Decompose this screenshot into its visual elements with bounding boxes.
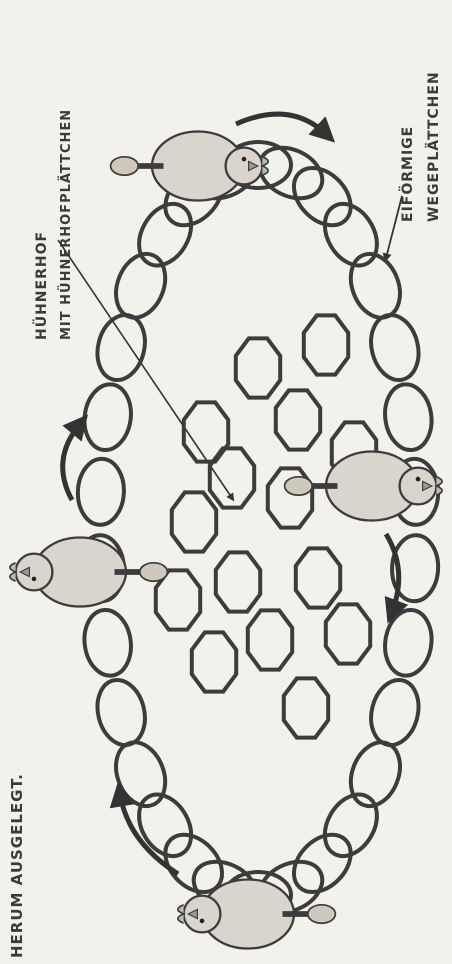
path-egg-tile	[91, 310, 152, 385]
path-egg-tile	[80, 381, 135, 453]
path-egg-tile	[342, 735, 409, 813]
chicken-figure-right	[285, 452, 443, 521]
henhouse-octagon-tile	[296, 548, 340, 607]
path-tiles-label-line1: EIFÖRMIGE	[398, 126, 416, 222]
intro-text: HERUM AUSGELEGT.	[8, 773, 26, 958]
henhouse-octagon-tile	[276, 390, 320, 449]
move-arrow-top	[236, 114, 326, 134]
path-egg-tile	[283, 157, 362, 236]
henhouse-octagon-tile	[192, 632, 236, 691]
henhouse-label-line2: MIT HÜHNERHOFPLÄTTCHEN	[58, 109, 74, 340]
path-egg-tile	[342, 247, 409, 325]
henhouse-tiles	[156, 315, 376, 737]
henhouse-octagon-tile	[216, 552, 260, 611]
path-egg-tile	[76, 458, 125, 526]
path-egg-tile	[91, 675, 152, 750]
henhouse-octagon-tile	[284, 678, 328, 737]
path-egg-tile	[381, 381, 436, 453]
path-tiles	[76, 138, 439, 922]
henhouse-octagon-tile	[326, 604, 370, 663]
henhouse-octagon-tile	[172, 492, 216, 551]
henhouse-octagon-tile	[210, 448, 254, 507]
henhouse-octagon-tile	[248, 610, 292, 669]
path-tiles-pointer-line	[386, 196, 402, 258]
path-egg-tile	[128, 785, 201, 865]
chicken-figure-left	[10, 538, 168, 607]
henhouse-pointer-line	[58, 240, 232, 498]
path-egg-tile	[364, 675, 425, 750]
path-egg-tile	[107, 735, 174, 813]
path-tiles-label-line2: WEGEPLÄTTCHEN	[425, 71, 442, 222]
path-egg-tile	[107, 247, 174, 325]
chicken-figure-bottom	[178, 880, 336, 949]
path-egg-tile	[364, 310, 425, 385]
henhouse-octagon-tile	[236, 338, 280, 397]
path-egg-tile	[381, 607, 436, 679]
henhouse-octagon-tile	[304, 315, 348, 374]
henhouse-label-line1: HÜHNERHOF	[32, 231, 50, 340]
path-egg-tile	[80, 607, 135, 679]
path-egg-tile	[314, 195, 387, 275]
